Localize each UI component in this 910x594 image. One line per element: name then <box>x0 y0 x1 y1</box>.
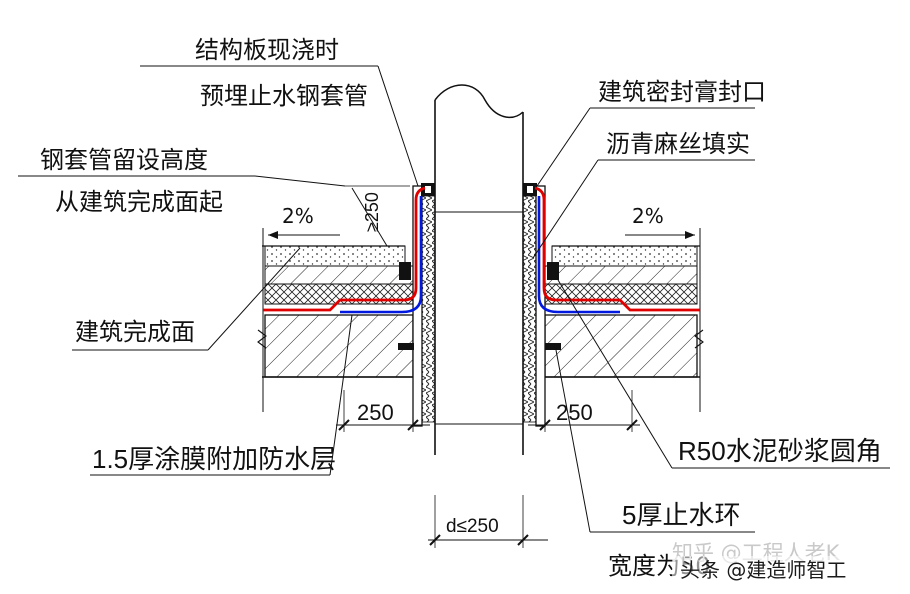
waterproof-red-left <box>263 186 426 312</box>
left-hemp-fill <box>421 195 436 423</box>
pipe-dia-tick-b <box>517 534 529 546</box>
label-coating: 1.5厚涂膜附加防水层 <box>92 444 336 474</box>
label-sleeve-h-2: 从建筑完成面起 <box>55 188 223 216</box>
width-dim-right-label: 250 <box>556 400 593 425</box>
leader-coating-diag <box>329 314 353 476</box>
right-break-mark <box>694 329 704 349</box>
label-sleeve-h-1: 钢套管留设高度 <box>40 146 208 174</box>
left-sealant-core <box>425 186 431 193</box>
width-dim-left-label: 250 <box>357 400 394 425</box>
leader-lines <box>18 65 890 533</box>
pipe-dia-tick-a <box>429 534 441 546</box>
leader-ring-diag <box>555 349 591 533</box>
left-floor-assembly <box>257 228 414 412</box>
leader-sealant-diag <box>536 107 591 187</box>
height-dim-label: ≥250 <box>362 192 382 232</box>
right-topping-layer <box>551 245 698 267</box>
steel-sleeve-assembly <box>398 183 561 427</box>
label-pour-1: 结构板现浇时 <box>195 36 339 64</box>
pipe <box>434 84 524 455</box>
label-asphalt-hemp: 沥青麻丝填实 <box>606 130 750 158</box>
left-screed-layer <box>264 265 414 285</box>
right-mortar-bead <box>547 262 559 280</box>
leader-finish-diag <box>207 247 301 351</box>
right-sealant-core <box>527 186 533 193</box>
waterproof-blue-right <box>537 196 620 314</box>
height-dim-line <box>351 187 388 247</box>
waterproof-blue-left <box>340 196 423 314</box>
waterproof-red-right <box>534 186 700 312</box>
width-dim-right-tick-a <box>539 419 551 431</box>
right-floor-assembly <box>544 228 704 412</box>
pipe-dia-label: d≤250 <box>446 516 499 537</box>
width-dim-left-tick-a <box>338 419 350 431</box>
label-sealant: 建筑密封膏封口 <box>598 78 766 106</box>
label-fillet: R50水泥砂浆圆角 <box>678 436 882 466</box>
pipe-break-top <box>434 84 524 119</box>
width-dimensions: 250 250 d≤250 <box>336 390 640 548</box>
leader-hemp-diag <box>532 159 599 259</box>
left-mortar-bead <box>399 262 411 280</box>
width-dim-right-tick-b <box>626 419 638 431</box>
leader-sleeve-h-diag <box>254 175 346 187</box>
slope-left-label: 2% <box>282 204 314 228</box>
watermarks: 知乎 @工程人老K 头条 @建造师智工 <box>672 541 900 584</box>
leader-pour-diag <box>377 65 419 187</box>
right-water-stop-ring <box>545 343 561 350</box>
watermark-dark: 头条 @建造师智工 <box>680 558 846 582</box>
left-water-stop-ring <box>398 343 414 350</box>
right-hemp-fill <box>522 195 537 423</box>
left-break-mark <box>257 329 267 349</box>
text-labels: 结构板现浇时 预埋止水钢套管 钢套管留设高度 从建筑完成面起 建筑完成面 建筑密… <box>40 36 882 580</box>
watermark-dark-bg <box>672 556 900 584</box>
slope-right-arrow <box>685 231 695 239</box>
slope-annotations: 2% 2% ≥250 <box>268 185 695 247</box>
leader-fillet-diag <box>557 279 673 469</box>
waterproof-layers <box>263 186 700 314</box>
slope-left-arrow <box>268 231 278 239</box>
slope-right-label: 2% <box>632 204 664 228</box>
label-finish-surface: 建筑完成面 <box>75 318 195 346</box>
width-dim-left-tick-b <box>407 419 419 431</box>
right-concrete-slab <box>544 314 698 378</box>
label-ring-1: 5厚止水环 <box>622 500 740 530</box>
label-pour-2: 预埋止水钢套管 <box>200 82 368 110</box>
left-concrete-slab <box>264 314 414 378</box>
right-screed-layer <box>544 265 698 285</box>
